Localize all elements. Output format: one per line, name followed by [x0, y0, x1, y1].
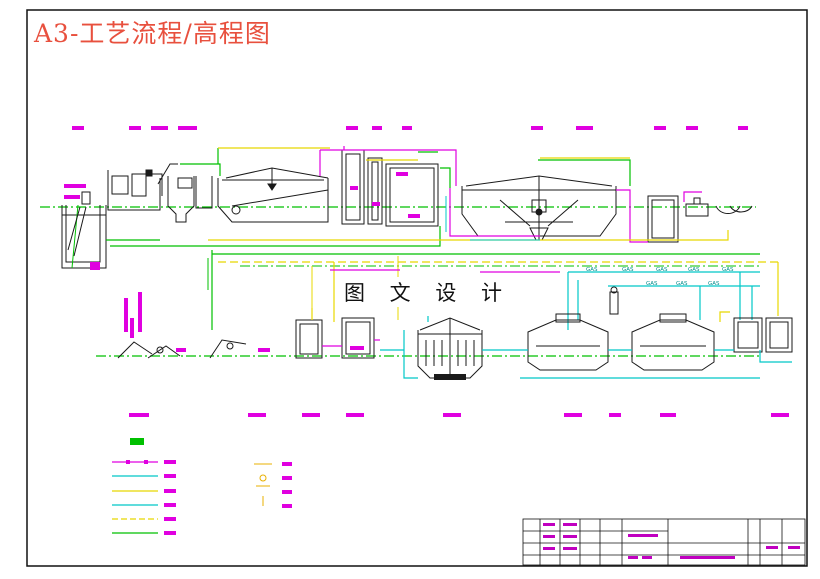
- digester-2: [631, 313, 715, 371]
- primary-tank: [217, 167, 329, 223]
- aeration-tanks: [341, 149, 439, 227]
- screen-channel: [107, 163, 178, 211]
- top-row-labels: [64, 126, 748, 199]
- upper-sewage-pipe: [106, 148, 631, 247]
- drawing-border: [26, 9, 808, 567]
- legend-line-dashed: [112, 517, 176, 521]
- legend-line-water: [112, 489, 176, 493]
- lower-water-connections: [311, 308, 730, 322]
- legend-line-gas-1: [112, 474, 176, 478]
- upper-sludge-pipe: [319, 146, 702, 243]
- sludge-press-marks: [124, 292, 270, 352]
- svg-text:GAS: GAS: [708, 281, 720, 287]
- digester-1: [527, 313, 609, 371]
- end-tanks: [733, 317, 793, 353]
- legend-symbols: [254, 462, 292, 508]
- svg-text:GAS: GAS: [676, 281, 688, 287]
- gas-pipeline: [567, 271, 760, 330]
- sludge-thickener: [417, 317, 483, 380]
- bottom-row-labels: [129, 413, 789, 417]
- upper-water-pipe: [208, 147, 729, 241]
- lower-sludge-connections: [322, 339, 380, 347]
- svg-text:GAS: GAS: [646, 281, 658, 287]
- watermark: 图 文 设 计: [342, 277, 514, 307]
- gas-labels: GAS GAS GAS GAS GAS GAS GAS GAS: [586, 267, 734, 287]
- legend: [112, 438, 292, 535]
- upper-gas-pipe: [445, 196, 540, 241]
- svg-text:GAS: GAS: [622, 267, 634, 273]
- title-block-text-marks: [543, 523, 800, 559]
- drawing-title: A3-工艺流程/高程图: [34, 19, 271, 48]
- middle-pipe-bundle: [207, 250, 779, 330]
- svg-text:GAS: GAS: [656, 267, 668, 273]
- sludge-holding-tanks: [295, 317, 375, 359]
- legend-line-gas-2: [112, 503, 176, 507]
- legend-line-sludge: [112, 460, 176, 464]
- title-block: [522, 518, 806, 566]
- legend-heading: [130, 438, 144, 445]
- pump-well: [647, 195, 753, 243]
- sludge-press: [117, 339, 247, 359]
- gas-holder-column: [609, 286, 619, 315]
- lift-well: [61, 191, 107, 270]
- grit-chamber: [167, 163, 213, 223]
- legend-line-green: [112, 531, 176, 535]
- svg-text:GAS: GAS: [586, 267, 598, 273]
- svg-text:GAS: GAS: [722, 267, 734, 273]
- secondary-clarifier: [461, 175, 617, 241]
- svg-text:GAS: GAS: [688, 267, 700, 273]
- lower-gas-connections: [380, 316, 792, 379]
